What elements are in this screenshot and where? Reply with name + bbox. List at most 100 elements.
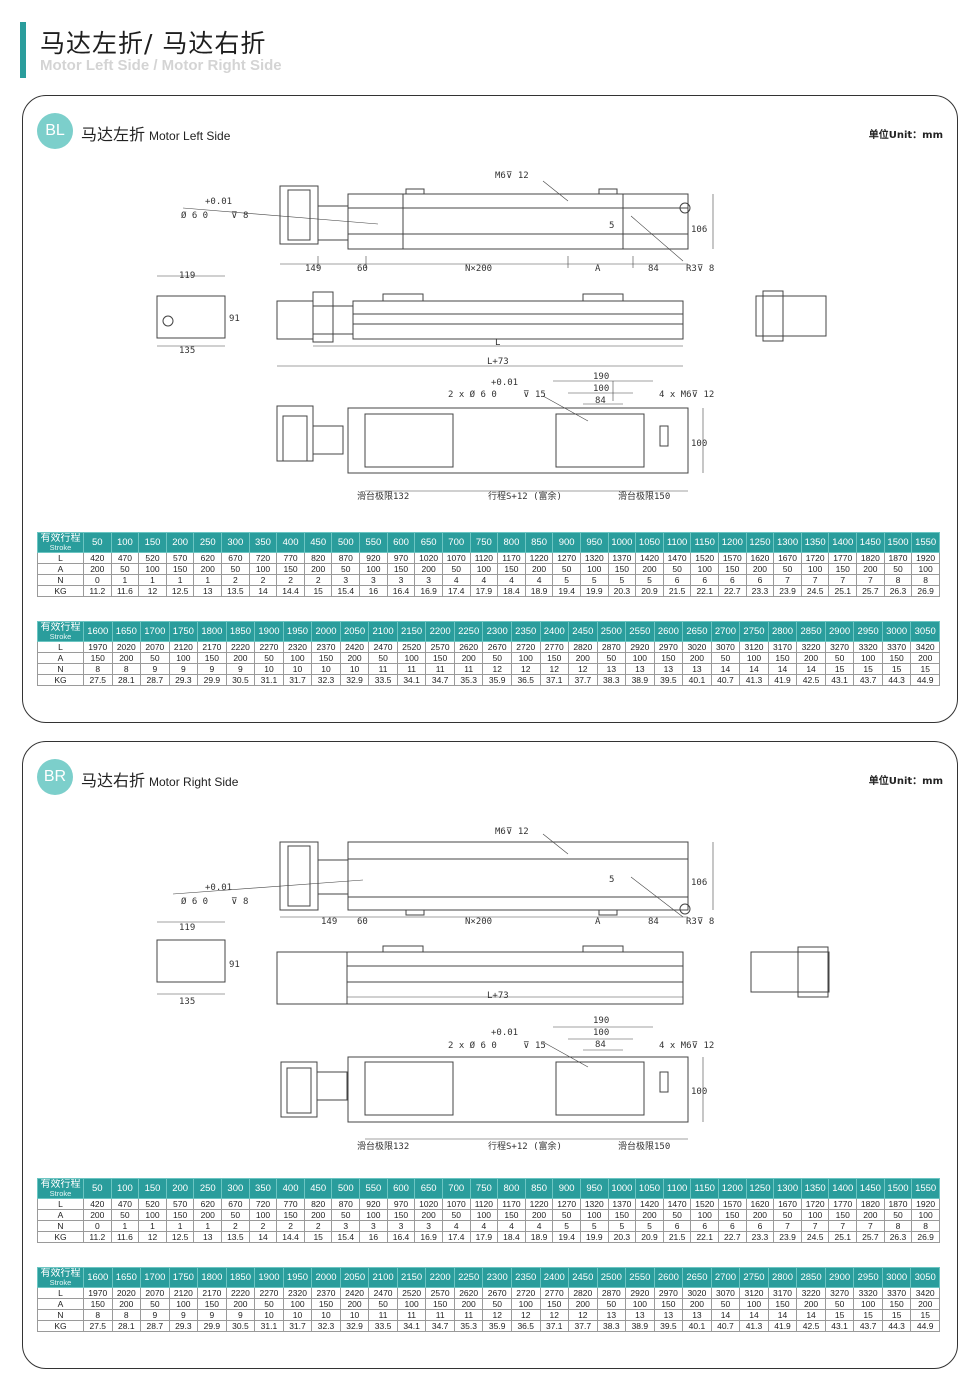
stroke-value-cell: 1800 — [197, 621, 227, 642]
stroke-value-cell: 2850 — [796, 1267, 826, 1288]
table-cell: 5 — [552, 1220, 581, 1232]
table-cell: 100 — [282, 1298, 313, 1310]
table-cell: 6 — [690, 574, 720, 586]
table-cell: 2220 — [225, 1287, 256, 1299]
table-cell: 150 — [718, 1209, 747, 1221]
table-cell: 39.5 — [653, 674, 684, 686]
table-cell: 13 — [682, 1309, 712, 1321]
table-cell: 5 — [635, 1220, 664, 1232]
stroke-value-cell: 1900 — [254, 1267, 284, 1288]
table-cell: 1370 — [607, 552, 637, 564]
table-cell: 2320 — [282, 1287, 313, 1299]
table-cell: 25.1 — [828, 585, 858, 597]
table-cell: 200 — [796, 1298, 826, 1310]
table-cell: 2170 — [197, 1287, 227, 1299]
stroke-value-cell: 2850 — [796, 621, 826, 642]
table-cell: 1870 — [883, 1198, 913, 1210]
table-cell: 10 — [254, 1309, 284, 1321]
table-cell: 150 — [539, 1298, 570, 1310]
stroke-value-cell: 2750 — [739, 621, 769, 642]
table-cell: 2 — [303, 574, 333, 586]
stroke-value-cell: 100 — [110, 1178, 140, 1199]
table-cell: 100 — [248, 563, 278, 575]
stroke-value-cell: 850 — [524, 1178, 554, 1199]
table-cell: 1320 — [579, 552, 609, 564]
table-cell: 15 — [853, 663, 883, 675]
table-cell: 43.1 — [824, 674, 855, 686]
stroke-value-cell: 300 — [221, 532, 250, 553]
stroke-value-cell: 650 — [414, 1178, 443, 1199]
table-cell: 11 — [368, 663, 398, 675]
table-cell: 200 — [910, 1298, 940, 1310]
table-cell: 31.7 — [282, 1320, 313, 1332]
table-cell: 12 — [568, 1309, 598, 1321]
dim-135: 135 — [179, 997, 195, 1007]
table-cell: 100 — [690, 1209, 720, 1221]
table-cell: 3 — [386, 574, 416, 586]
table-cell: 3170 — [767, 641, 798, 653]
stroke-value-cell: 2800 — [767, 621, 798, 642]
table-cell: 720 — [248, 552, 278, 564]
table-cell: 13 — [193, 585, 223, 597]
table-cell: 150 — [881, 652, 912, 664]
table-cell: 8 — [83, 1309, 113, 1321]
table-cell: 14 — [248, 585, 278, 597]
table-cell: 200 — [111, 652, 142, 664]
table-cell: 1670 — [773, 1198, 802, 1210]
dim-60: 60 — [357, 264, 368, 274]
table-cell: 50 — [482, 652, 512, 664]
table-cell: 3 — [359, 1220, 388, 1232]
table-cell: 26.3 — [883, 585, 913, 597]
table-cell: 2570 — [425, 1287, 455, 1299]
stroke-value-cell: 450 — [303, 1178, 333, 1199]
stroke-value-cell: 550 — [359, 1178, 388, 1199]
table-cell: 32.9 — [339, 674, 370, 686]
table-cell: 200 — [414, 1209, 443, 1221]
stroke-value-cell: 300 — [221, 1178, 250, 1199]
table-cell: 16.4 — [386, 585, 416, 597]
table-cell: 150 — [197, 1298, 227, 1310]
table-cell: 2 — [221, 574, 250, 586]
table-cell: 13 — [193, 1231, 223, 1243]
dim-l73: L+73 — [487, 357, 509, 367]
table-cell: 1870 — [883, 552, 913, 564]
table-cell: 770 — [276, 552, 305, 564]
table-cell: 41.3 — [739, 1320, 769, 1332]
table-cell: 34.1 — [396, 674, 427, 686]
table-cell: 3370 — [881, 1287, 912, 1299]
table-cell: 13 — [625, 663, 655, 675]
table-cell: 1820 — [856, 1198, 885, 1210]
stroke-label-en: Stroke — [49, 631, 72, 641]
table-cell: 3 — [386, 1220, 416, 1232]
stroke-value-cell: 550 — [359, 532, 388, 553]
table-cell: 970 — [386, 552, 416, 564]
table-cell: 150 — [197, 652, 227, 664]
table-cell: 7 — [800, 574, 830, 586]
table-cell: 16 — [359, 1231, 388, 1243]
table-cell: 150 — [311, 652, 341, 664]
stroke-value-cell: 950 — [579, 532, 609, 553]
table-cell: 50 — [331, 563, 361, 575]
table-cell: 5 — [607, 1220, 637, 1232]
table-cell: 29.9 — [197, 674, 227, 686]
table-cell: 50 — [662, 563, 692, 575]
table-cell: 1170 — [497, 1198, 526, 1210]
dim-149: 149 — [321, 917, 337, 927]
dim-a: A — [595, 917, 601, 927]
table-cell: 200 — [568, 1298, 598, 1310]
table-cell: 38.3 — [596, 1320, 627, 1332]
table-cell: 1070 — [441, 1198, 471, 1210]
stroke-value-cell: 250 — [193, 532, 223, 553]
table-cell: 19.4 — [552, 1231, 581, 1243]
table-cell: 200 — [635, 563, 664, 575]
stroke-value-cell: 1650 — [111, 1267, 142, 1288]
unit-label: 单位Unit：mm — [868, 130, 943, 141]
table-cell: 35.9 — [482, 674, 512, 686]
table-cell: 2320 — [282, 641, 313, 653]
table-cell: 10 — [311, 1309, 341, 1321]
table-cell: 3070 — [710, 1287, 741, 1299]
